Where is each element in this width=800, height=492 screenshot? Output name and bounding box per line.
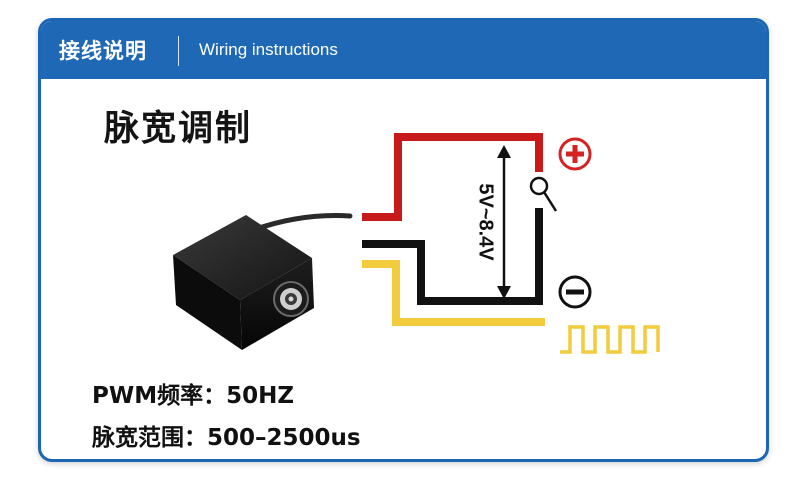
pwm-frequency-spec: PWM频率：50HZ [92, 376, 294, 410]
pwm-square-wave-icon [560, 325, 660, 354]
header-bar: 接线说明 Wiring instructions [41, 21, 766, 79]
voltage-label: 5V~8.4V [475, 183, 497, 261]
pulse-width-value: 500–2500us [207, 425, 361, 451]
header-divider [178, 36, 179, 66]
pwm-frequency-label: PWM频率： [92, 383, 227, 409]
positive-wire [362, 133, 543, 221]
wiring-card: 接线说明 Wiring instructions [38, 18, 769, 462]
switch-icon [529, 176, 558, 212]
signal-wire [362, 260, 545, 326]
plus-circle-icon [558, 137, 592, 171]
header-title: 接线说明 [59, 39, 147, 63]
pulse-width-spec: 脉宽范围：500–2500us [92, 418, 361, 452]
negative-wire [362, 208, 543, 305]
header-subtitle: Wiring instructions [199, 40, 338, 59]
pulse-width-label: 脉宽范围： [92, 425, 207, 451]
voltage-arrow [497, 145, 511, 299]
main-title: 脉宽调制 [104, 109, 253, 149]
servo-device-image [173, 213, 353, 350]
pwm-frequency-value: 50HZ [226, 383, 295, 409]
minus-circle-icon [558, 275, 592, 309]
